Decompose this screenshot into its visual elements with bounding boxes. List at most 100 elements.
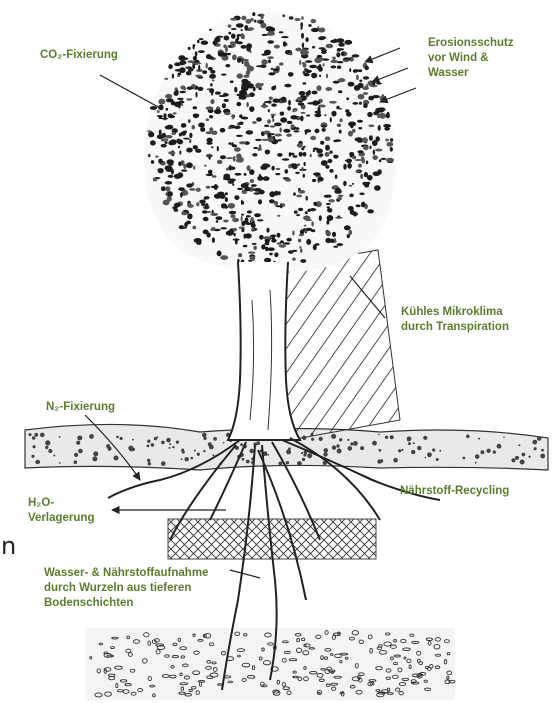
canopy-leaf-mark xyxy=(330,60,338,63)
canopy-leaf-mark xyxy=(178,73,182,76)
canopy-leaf-mark xyxy=(216,216,223,220)
topsoil-grain xyxy=(353,441,358,446)
canopy-leaf-mark xyxy=(363,103,368,108)
canopy-leaf-mark xyxy=(267,56,274,59)
canopy-leaf-mark xyxy=(272,118,274,122)
topsoil-grain xyxy=(246,460,250,464)
canopy-leaf-mark xyxy=(376,82,382,84)
canopy-leaf-mark xyxy=(333,246,338,248)
canopy-leaf-mark xyxy=(229,211,237,214)
canopy-leaf-mark xyxy=(151,160,154,164)
canopy-leaf-mark xyxy=(283,242,290,245)
canopy-leaf-mark xyxy=(349,230,353,235)
canopy-leaf-mark xyxy=(186,221,191,225)
label-h2o-line: H₂O- xyxy=(28,496,94,511)
canopy-leaf-mark xyxy=(248,27,255,30)
topsoil-grain xyxy=(417,446,421,450)
canopy-leaf-mark xyxy=(245,223,252,225)
canopy-leaf-mark xyxy=(206,63,208,69)
canopy-leaf-mark xyxy=(282,158,289,161)
canopy-leaf-mark xyxy=(217,251,222,257)
canopy-leaf-mark xyxy=(327,159,332,163)
canopy-leaf-mark xyxy=(268,109,270,112)
canopy-leaf-mark xyxy=(292,231,294,236)
canopy-leaf-mark xyxy=(252,243,257,245)
canopy-leaf-mark xyxy=(280,117,287,122)
canopy-leaf-mark xyxy=(328,199,335,202)
canopy-leaf-mark xyxy=(168,151,175,154)
canopy-leaf-mark xyxy=(192,226,196,230)
canopy-leaf-mark xyxy=(279,31,284,33)
canopy-leaf-mark xyxy=(323,63,325,66)
label-co2-fixierung: CO₂-Fixierung xyxy=(40,48,118,63)
canopy-leaf-mark xyxy=(250,179,254,183)
canopy-leaf-mark xyxy=(245,236,249,238)
topsoil-grain xyxy=(89,434,94,439)
canopy-leaf-mark xyxy=(264,125,269,127)
canopy-leaf-mark xyxy=(236,158,244,162)
canopy-leaf-mark xyxy=(183,138,190,140)
canopy-leaf-mark xyxy=(345,109,349,112)
canopy-leaf-mark xyxy=(180,227,187,229)
canopy-leaf-mark xyxy=(232,54,237,60)
canopy-leaf-mark xyxy=(193,166,195,170)
topsoil-grain xyxy=(319,437,323,441)
topsoil-grain xyxy=(161,441,165,445)
canopy-leaf-mark xyxy=(212,79,215,81)
topsoil-grain xyxy=(77,436,82,441)
canopy-leaf-mark xyxy=(234,147,241,152)
canopy-leaf-mark xyxy=(259,144,261,148)
canopy-leaf-mark xyxy=(234,87,237,93)
topsoil-grain xyxy=(378,434,380,436)
canopy-leaf-mark xyxy=(313,148,319,151)
canopy-leaf-mark xyxy=(338,215,341,217)
canopy-leaf-mark xyxy=(201,203,205,206)
canopy-leaf-mark xyxy=(153,178,157,182)
canopy-leaf-mark xyxy=(337,38,345,43)
canopy-leaf-mark xyxy=(320,99,323,103)
canopy-leaf-mark xyxy=(362,137,368,143)
canopy-leaf-mark xyxy=(165,125,172,129)
canopy-leaf-mark xyxy=(312,46,315,49)
canopy-leaf-mark xyxy=(271,239,276,243)
topsoil-grain xyxy=(515,456,519,460)
canopy-leaf-mark xyxy=(305,211,308,214)
canopy-leaf-mark xyxy=(192,125,195,129)
canopy-leaf-mark xyxy=(355,137,363,141)
canopy-leaf-mark xyxy=(339,108,342,110)
canopy-leaf-mark xyxy=(300,116,303,122)
canopy-leaf-mark xyxy=(228,127,232,129)
canopy-leaf-mark xyxy=(165,186,170,191)
canopy-leaf-mark xyxy=(220,255,228,260)
canopy-leaf-mark xyxy=(194,238,202,243)
canopy-leaf-mark xyxy=(307,102,315,104)
canopy-leaf-mark xyxy=(210,99,214,104)
canopy-leaf-mark xyxy=(249,106,254,112)
canopy-leaf-mark xyxy=(181,104,183,107)
canopy-leaf-mark xyxy=(233,233,235,237)
canopy-leaf-mark xyxy=(255,83,262,89)
canopy-leaf-mark xyxy=(352,54,360,57)
canopy-leaf-mark xyxy=(275,205,282,207)
canopy-leaf-mark xyxy=(236,135,243,137)
topsoil-grain xyxy=(311,438,314,441)
canopy-leaf-mark xyxy=(338,78,345,82)
topsoil-grain xyxy=(151,443,155,447)
topsoil-grain xyxy=(78,449,83,454)
canopy-leaf-mark xyxy=(358,127,362,129)
canopy-leaf-mark xyxy=(318,64,321,68)
canopy-leaf-mark xyxy=(274,123,282,127)
canopy-leaf-mark xyxy=(241,183,249,188)
canopy-leaf-mark xyxy=(217,146,219,151)
canopy-leaf-mark xyxy=(288,100,291,106)
topsoil-grain xyxy=(412,451,414,453)
canopy-leaf-mark xyxy=(181,57,188,60)
canopy-leaf-mark xyxy=(367,209,374,213)
canopy-leaf-mark xyxy=(338,43,344,47)
label-naehrstoff-recycling: Nährstoff-Recycling xyxy=(400,484,509,499)
canopy-leaf-mark xyxy=(253,246,257,250)
canopy-leaf-mark xyxy=(301,33,304,39)
canopy-leaf-mark xyxy=(300,22,303,27)
canopy-leaf-mark xyxy=(263,236,271,239)
canopy-leaf-mark xyxy=(281,36,289,38)
